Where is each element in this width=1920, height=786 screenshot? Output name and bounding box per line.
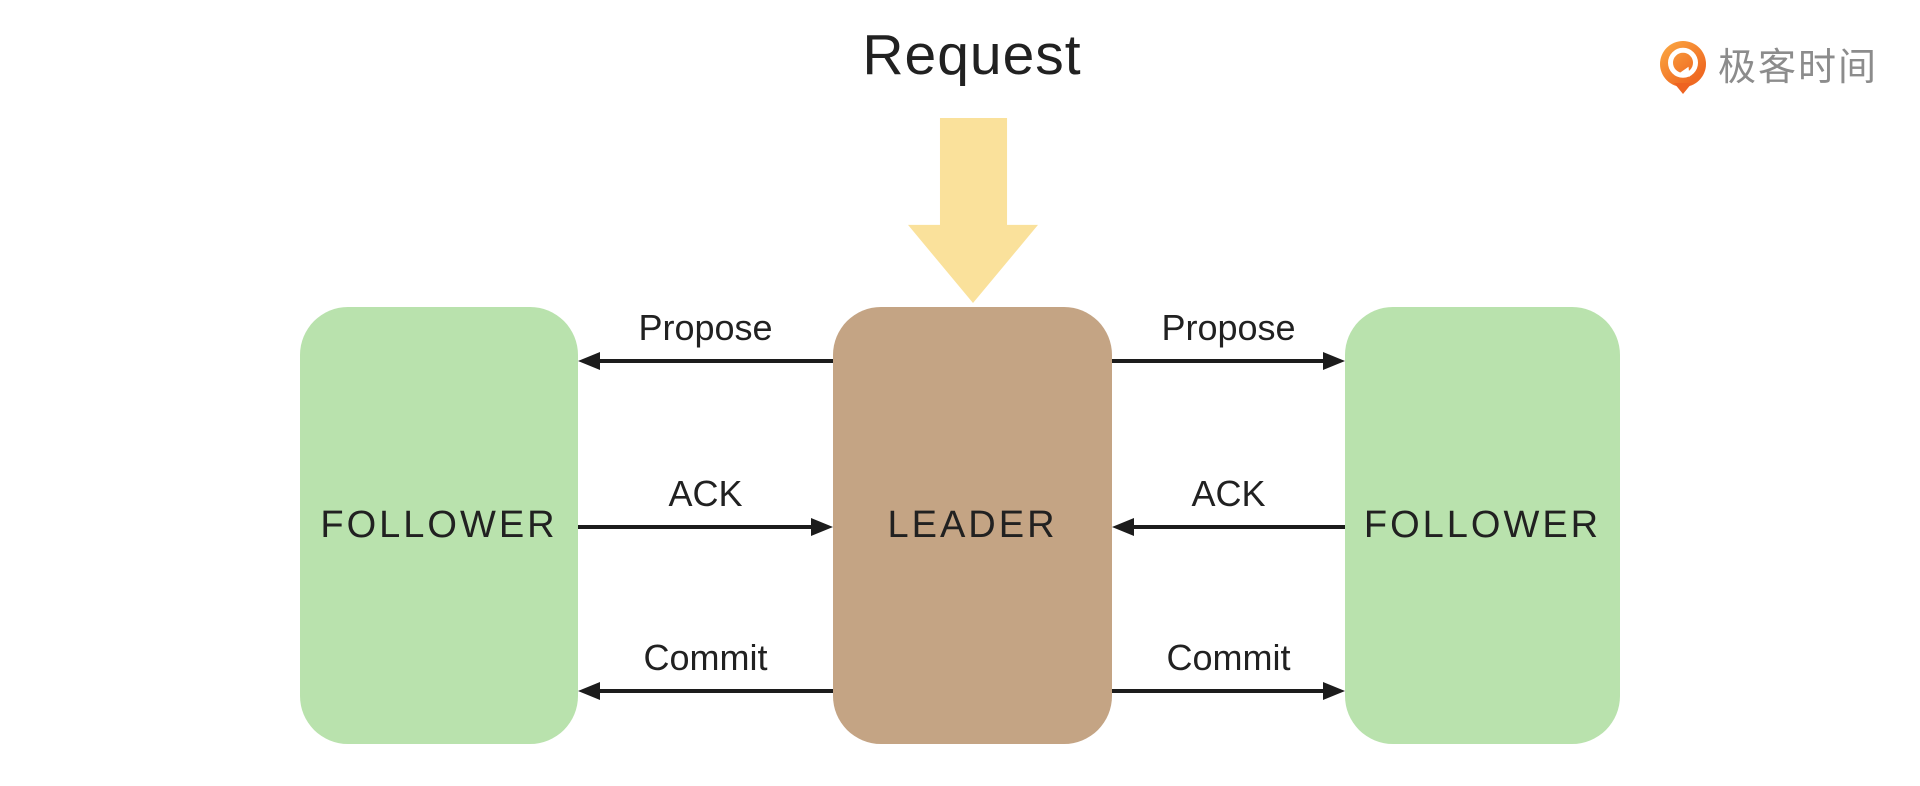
edge-label-commit-left: Commit — [643, 637, 768, 678]
arrow-line — [1112, 689, 1325, 693]
edge-ack-left: ACK — [578, 473, 833, 536]
arrowhead-right-icon — [1323, 682, 1345, 700]
brand-logo: 极客时间 — [1660, 36, 1878, 91]
edge-commit-left: Commit — [578, 637, 833, 700]
node-label-leader: LEADER — [887, 504, 1058, 546]
node-label-follower-left: FOLLOWER — [320, 504, 558, 546]
edge-label-propose-left: Propose — [638, 307, 773, 348]
arrow-line — [578, 525, 813, 529]
geektime-pin-icon — [1660, 40, 1706, 87]
edge-propose-right: Propose — [1112, 307, 1345, 370]
request-down-arrow-icon — [908, 118, 1038, 303]
edge-commit-right: Commit — [1112, 637, 1345, 700]
node-follower-right: FOLLOWER — [1345, 307, 1620, 744]
node-leader: LEADER — [833, 307, 1112, 744]
edge-label-ack-right: ACK — [1191, 473, 1266, 514]
arrowhead-left-icon — [578, 682, 600, 700]
logo-ring-icon — [1668, 47, 1698, 78]
edge-label-propose-right: Propose — [1161, 307, 1296, 348]
arrow-line — [598, 359, 833, 363]
edge-label-ack-left: ACK — [668, 473, 743, 514]
arrow-line — [598, 689, 833, 693]
brand-logo-text: 极客时间 — [1718, 47, 1879, 89]
node-follower-left: FOLLOWER — [300, 307, 578, 744]
page-title: Request — [862, 23, 1082, 87]
arrow-line — [1132, 525, 1345, 529]
arrow-line — [1112, 359, 1325, 363]
arrowhead-left-icon — [578, 352, 600, 370]
arrowhead-right-icon — [811, 518, 833, 536]
edge-ack-right: ACK — [1112, 473, 1345, 536]
arrowhead-left-icon — [1112, 518, 1134, 536]
node-label-follower-right: FOLLOWER — [1363, 504, 1602, 546]
edge-label-commit-right: Commit — [1166, 637, 1291, 678]
arrowhead-right-icon — [1323, 352, 1345, 370]
edge-propose-left: Propose — [578, 307, 833, 370]
